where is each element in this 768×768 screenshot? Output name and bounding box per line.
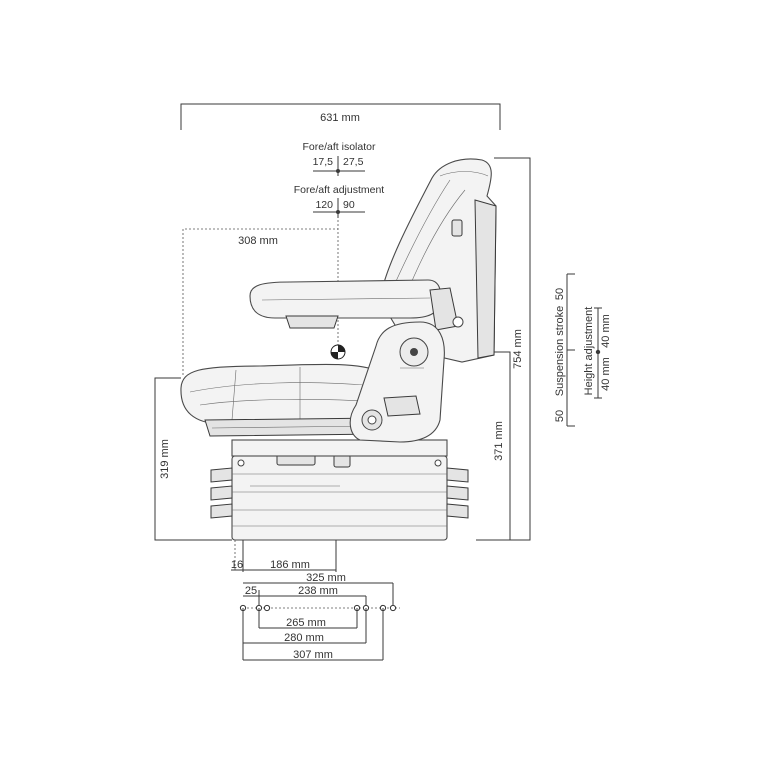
suspension-stroke-top: 50 xyxy=(554,288,566,300)
seat-height-dimension: 371 mm xyxy=(493,351,511,540)
mounting-hole xyxy=(389,604,397,612)
offset-16-label: 16 xyxy=(231,559,243,571)
suspension-base xyxy=(210,439,469,541)
side-mechanism xyxy=(349,321,445,443)
offset-186-label: 186 mm xyxy=(270,559,310,571)
armrest xyxy=(249,279,464,331)
width-total-label: 631 mm xyxy=(320,112,360,124)
hole-307-label: 307 mm xyxy=(293,649,333,661)
base-offset-dimension: 16 186 mm xyxy=(231,540,337,572)
height-adjustment-top: 40 mm xyxy=(600,314,612,348)
fore-aft-isolator-left: 17,5 xyxy=(313,156,334,168)
fore-aft-adjustment-label: Fore/aft adjustment xyxy=(294,184,385,196)
seat-illustration xyxy=(180,158,497,541)
base-height-label: 319 mm xyxy=(159,439,171,479)
hole-325-label: 325 mm xyxy=(306,572,346,584)
hole-25-label: 25 xyxy=(245,585,257,597)
seat-index-point-icon xyxy=(330,344,346,360)
suspension-stroke-dimension: 50 Suspension stroke 50 xyxy=(554,273,575,427)
overall-height-dimension: 754 mm xyxy=(476,157,531,541)
hole-280-label: 280 mm xyxy=(284,632,324,644)
height-adjustment-label: Height adjustment xyxy=(583,307,595,396)
width-dimension: 631 mm xyxy=(180,103,501,130)
height-adjustment-bottom: 40 mm xyxy=(600,357,612,391)
overall-height-label: 754 mm xyxy=(512,329,524,369)
seat-reference-dimension: 308 mm xyxy=(182,220,346,375)
mounting-hole-dimensions: 325 mm 238 mm 25 265 mm 280 mm 307 mm xyxy=(239,572,400,661)
height-adjustment-dimension: Height adjustment 40 mm 40 mm xyxy=(583,307,612,399)
suspension-stroke-bottom: 50 xyxy=(554,410,566,422)
seat-height-label: 371 mm xyxy=(493,421,505,461)
hole-238-label: 238 mm xyxy=(298,585,338,597)
fore-aft-adjustment-right: 90 xyxy=(343,199,355,211)
fore-aft-isolator-dimension: Fore/aft isolator 17,5 27,5 xyxy=(303,141,376,176)
base-height-dimension: 319 mm xyxy=(154,377,232,541)
fore-aft-isolator-label: Fore/aft isolator xyxy=(303,141,376,153)
mounting-hole xyxy=(263,604,271,612)
fore-aft-adjustment-left: 120 xyxy=(315,199,333,211)
fore-aft-isolator-right: 27,5 xyxy=(343,156,364,168)
fore-aft-adjustment-dimension: Fore/aft adjustment 120 90 xyxy=(294,184,385,218)
suspension-stroke-label: Suspension stroke xyxy=(554,306,566,397)
seat-reference-label: 308 mm xyxy=(238,235,278,247)
seat-cushion xyxy=(180,363,393,437)
hole-265-label: 265 mm xyxy=(286,617,326,629)
